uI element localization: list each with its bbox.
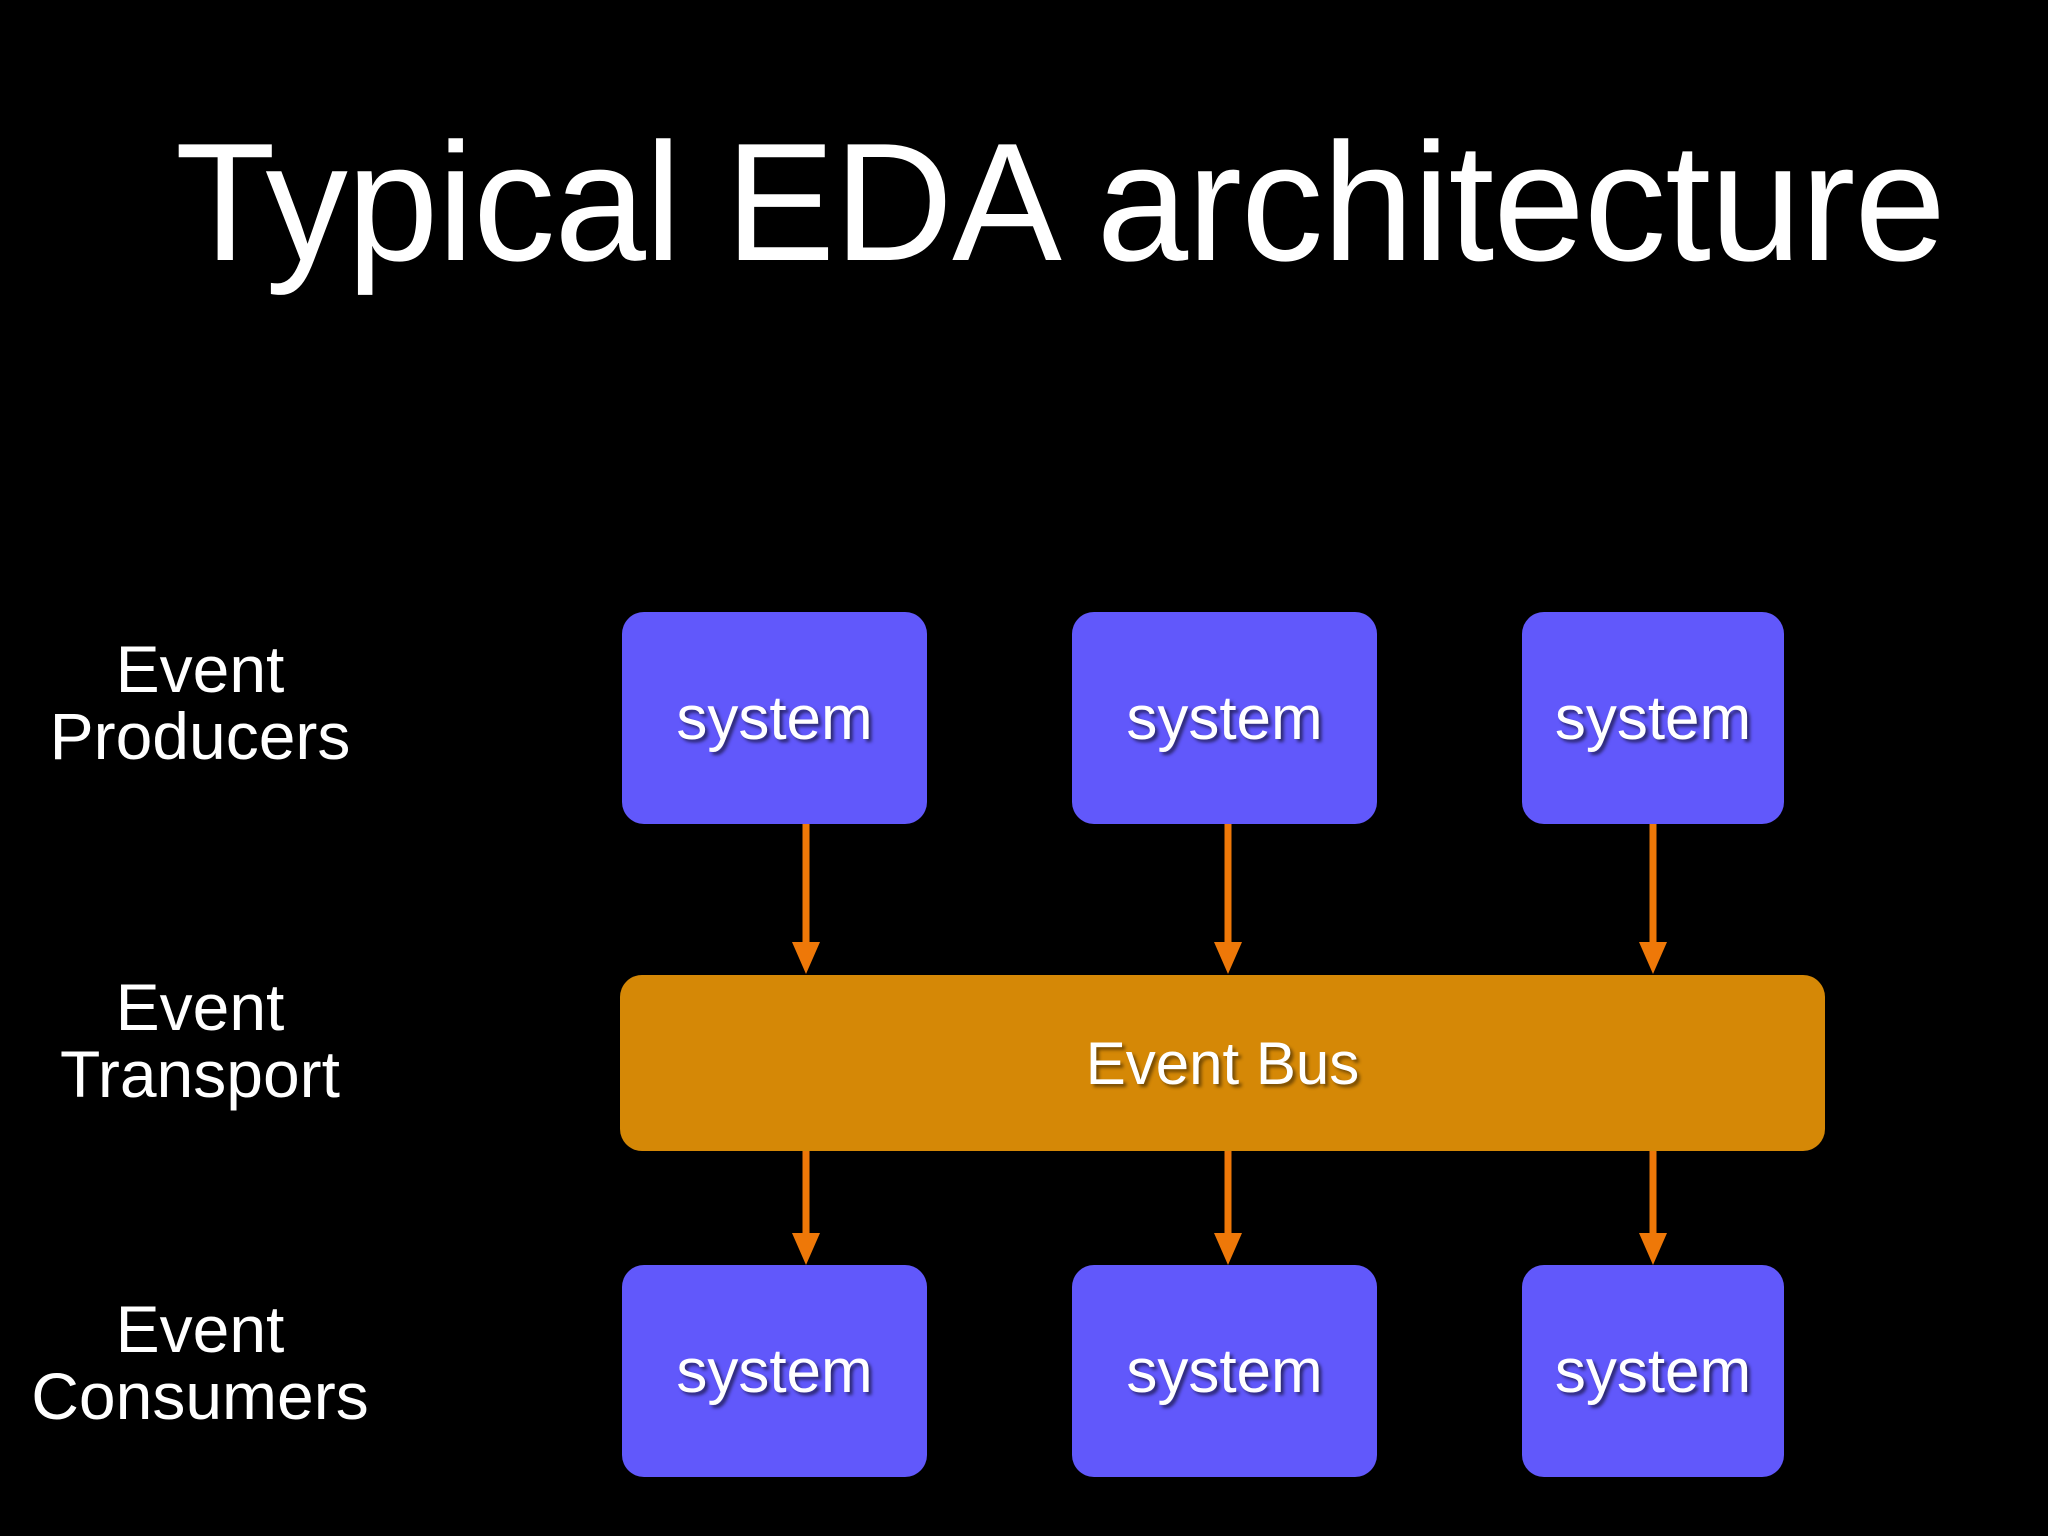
producer-system-box-2[interactable]: system xyxy=(1072,612,1377,824)
arrow-producer-1-to-bus xyxy=(786,824,826,976)
consumer-system-label-1: system xyxy=(676,1336,873,1406)
producer-system-box-3[interactable]: system xyxy=(1522,612,1784,824)
producer-system-label-3: system xyxy=(1554,683,1752,753)
row-label-event-consumers: Event Consumers xyxy=(31,1292,369,1434)
producer-system-label-2: system xyxy=(1126,683,1323,753)
producer-system-box-1[interactable]: system xyxy=(622,612,927,824)
event-bus-label: Event Bus xyxy=(1085,1029,1360,1097)
event-bus-node[interactable]: Event Bus xyxy=(620,975,1825,1151)
row-label-event-producers: Event Producers xyxy=(49,632,351,774)
consumer-system-box-3[interactable]: system xyxy=(1522,1265,1784,1477)
consumer-system-box-1[interactable]: system xyxy=(622,1265,927,1477)
arrow-bus-to-consumer-1 xyxy=(786,1151,826,1266)
arrow-bus-to-consumer-2 xyxy=(1208,1151,1248,1266)
consumer-system-box-2[interactable]: system xyxy=(1072,1265,1377,1477)
producer-system-label-1: system xyxy=(676,683,873,753)
arrow-producer-2-to-bus xyxy=(1208,824,1248,976)
page-title: Typical EDA architecture xyxy=(175,108,1946,296)
arrow-bus-to-consumer-3 xyxy=(1633,1151,1673,1266)
consumer-system-label-3: system xyxy=(1554,1336,1752,1406)
consumer-system-label-2: system xyxy=(1126,1336,1323,1406)
row-label-event-transport: Event Transport xyxy=(60,970,340,1112)
arrow-producer-3-to-bus xyxy=(1633,824,1673,976)
